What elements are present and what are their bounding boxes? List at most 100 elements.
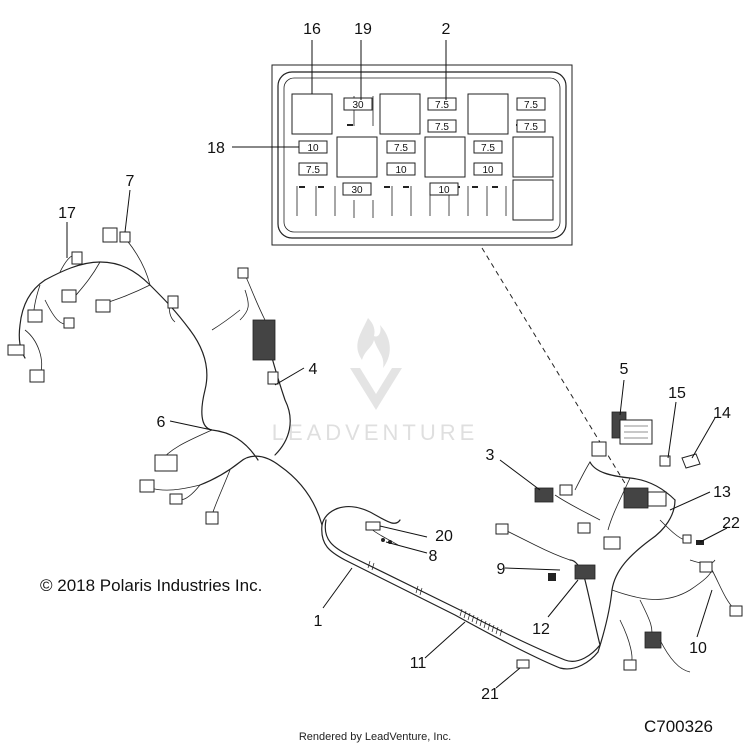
- callout-5: 5: [620, 361, 629, 378]
- connector-9: [495, 523, 509, 535]
- branch: [24, 329, 42, 376]
- connector-6: [154, 454, 178, 472]
- connector-9: [548, 573, 556, 581]
- callout-10: 10: [689, 640, 707, 657]
- connector-3: [534, 487, 554, 503]
- fuse-10-mid: 10: [386, 162, 416, 176]
- callout-13: 13: [713, 484, 731, 501]
- fuse-10-left: 10: [298, 140, 328, 154]
- svg-text:7.5: 7.5: [481, 143, 495, 154]
- chevron-logo-icon: [350, 368, 402, 410]
- relay-16: [291, 93, 333, 135]
- branch: [574, 461, 591, 491]
- callout-9: 9: [497, 561, 506, 578]
- connector: [29, 369, 45, 383]
- relay: [379, 93, 421, 135]
- branch: [211, 469, 231, 516]
- callout-11: 11: [410, 655, 427, 672]
- fuse-7-5-d: 7.5: [516, 119, 546, 133]
- fuse-30-top: 30: [343, 97, 373, 111]
- copyright-notice: © 2018 Polaris Industries Inc.: [40, 576, 263, 595]
- callout-19: 19: [354, 21, 372, 38]
- watermark-text: LEADVENTURE: [272, 420, 479, 445]
- connector: [577, 522, 591, 534]
- callout-7: 7: [126, 173, 135, 190]
- right-trunk: [597, 499, 676, 653]
- fuse-10-right: 10: [473, 162, 503, 176]
- svg-text:7.5: 7.5: [306, 165, 320, 176]
- svg-text:7.5: 7.5: [524, 100, 538, 111]
- fuse-7-5-right: 7.5: [473, 140, 503, 154]
- connector-12: [574, 564, 596, 580]
- branch: [659, 519, 686, 541]
- svg-text:7.5: 7.5: [524, 122, 538, 133]
- diagram-code: C700326: [644, 717, 714, 736]
- svg-text:7.5: 7.5: [435, 100, 449, 111]
- connector: [591, 441, 607, 457]
- branch: [244, 274, 266, 321]
- conduit-ribs: [367, 560, 503, 637]
- fuse-30-bottom: 30: [342, 182, 372, 196]
- connector: [63, 317, 75, 329]
- branch-3: [554, 494, 601, 521]
- connector: [644, 631, 662, 649]
- clip: [267, 371, 279, 385]
- connector: [167, 295, 179, 309]
- relay: [424, 136, 466, 178]
- svg-text:7.5: 7.5: [394, 143, 408, 154]
- branch-10: [611, 569, 713, 600]
- branch-7: [124, 237, 151, 286]
- wire-harness: [7, 227, 743, 673]
- callout-14: 14: [713, 405, 731, 422]
- fastener-8: [381, 538, 385, 542]
- connector-10: [729, 605, 743, 617]
- relay: [512, 136, 554, 178]
- leader-lines: [66, 40, 728, 689]
- rendered-by-credit: Rendered by LeadVenture, Inc.: [298, 731, 452, 743]
- connector: [237, 267, 249, 279]
- fuse-box-slots: [296, 96, 507, 218]
- connector: [205, 511, 219, 525]
- part-5-module: [619, 419, 653, 445]
- left-upper-branch: [189, 329, 259, 461]
- connector-7: [119, 231, 131, 243]
- part-21-clip: [516, 659, 530, 669]
- connector: [623, 659, 637, 671]
- branch: [619, 619, 633, 666]
- callout-16: 16: [303, 21, 321, 38]
- flame-icon: [357, 318, 390, 368]
- callout-1: 1: [314, 613, 323, 630]
- connector: [61, 289, 77, 303]
- connector: [647, 491, 667, 507]
- branch: [239, 289, 249, 321]
- fuse-box: 30 7.5 7.5 7.5 7.5 10 7.5 7.5: [271, 64, 573, 246]
- svg-text:30: 30: [352, 100, 364, 111]
- branch-10: [711, 569, 736, 611]
- clip-20: [365, 521, 381, 531]
- connector-17: [71, 251, 83, 265]
- connector-7: [102, 227, 118, 243]
- fuse-10-bottom: 10: [429, 182, 459, 196]
- callout-6: 6: [157, 414, 166, 431]
- fuse-7-5-b: 7.5: [427, 119, 457, 133]
- leadventure-watermark: LEADVENTURE: [272, 318, 479, 445]
- relay: [336, 136, 378, 178]
- svg-text:10: 10: [482, 165, 494, 176]
- branch: [659, 639, 691, 673]
- branch: [607, 477, 631, 531]
- svg-text:10: 10: [395, 165, 407, 176]
- svg-text:7.5: 7.5: [435, 122, 449, 133]
- relay: [512, 179, 554, 221]
- callout-20: 20: [435, 528, 453, 545]
- relay: [467, 93, 509, 135]
- callout-4: 4: [309, 361, 318, 378]
- callout-12: 12: [532, 621, 550, 638]
- fuse-box-location-line: [481, 247, 627, 486]
- fuse-7-5-a: 7.5: [427, 97, 457, 111]
- callout-8: 8: [429, 548, 438, 565]
- connector: [169, 493, 183, 505]
- connector: [95, 299, 111, 313]
- part-15-clip: [659, 455, 671, 467]
- branch: [149, 484, 201, 491]
